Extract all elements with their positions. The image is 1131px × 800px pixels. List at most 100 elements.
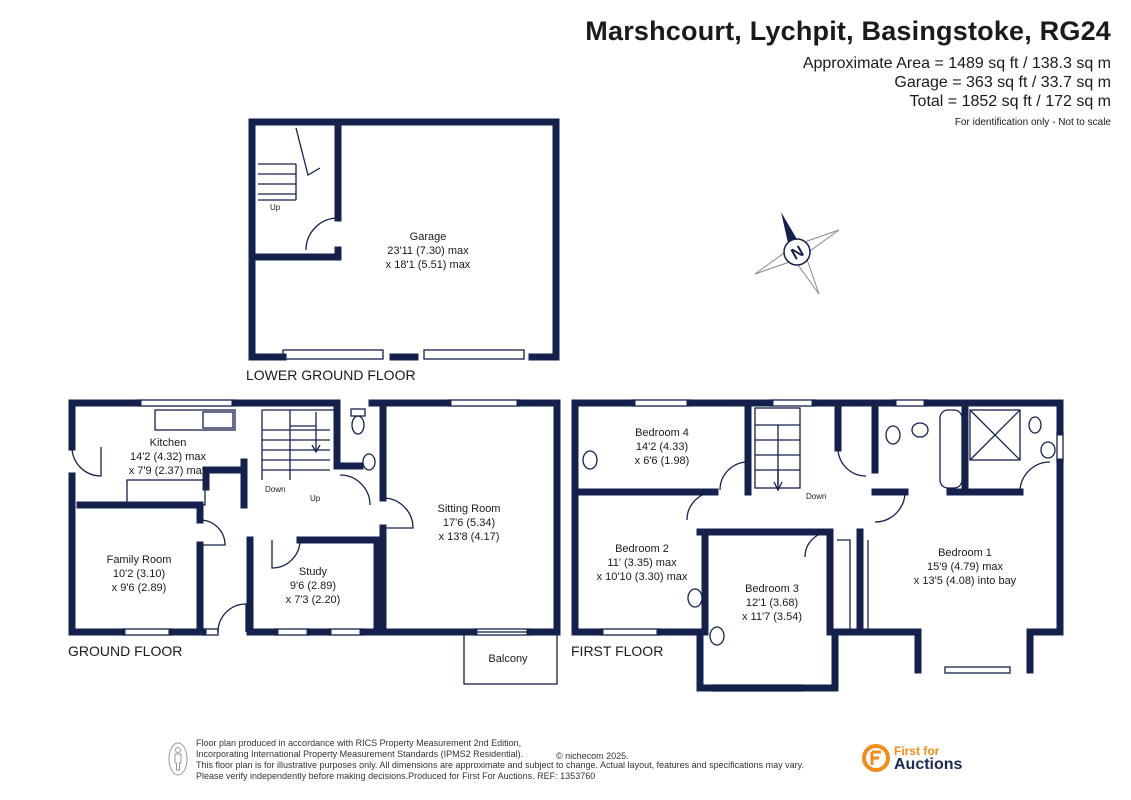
- bed3-basin-icon: [709, 626, 725, 646]
- wc-basin-icon: [362, 453, 376, 471]
- ensuite-window: [1056, 431, 1064, 463]
- person-icon: [168, 742, 188, 776]
- floor-label-lower-ground: LOWER GROUND FLOOR: [246, 367, 416, 383]
- bed2-window: [599, 628, 661, 636]
- page-title: Marshcourt, Lychpit, Basingstoke, RG24: [585, 16, 1111, 46]
- kitchen-door-swing: [71, 446, 102, 477]
- ground-outer-left-bottom: [68, 399, 387, 636]
- garage-name: Garage: [410, 231, 447, 243]
- footer-line-4: Please verify independently before makin…: [196, 771, 596, 781]
- kitchen-window: [137, 399, 236, 407]
- floor-label-ground: GROUND FLOOR: [68, 643, 183, 659]
- footer-copyright: © nichecom 2025.: [556, 751, 629, 761]
- logo-mark-icon: [862, 744, 890, 772]
- bedroom1-dim2: x 13'5 (4.08) into bay: [914, 575, 1017, 587]
- family-door-swing: [199, 519, 226, 546]
- garage-store-wall: [248, 246, 342, 261]
- kitchen-dim1: 14'2 (4.32) max: [130, 451, 207, 463]
- ground-stair-down: Down: [265, 485, 285, 494]
- wc-door-swing: [339, 474, 371, 506]
- study-dim1: 9'6 (2.89): [290, 580, 336, 592]
- bed2-basin-icon: [687, 588, 703, 608]
- first-for-auctions-logo: First for Auctions: [862, 742, 972, 778]
- balcony-door: [473, 628, 531, 636]
- ground-stairs: [261, 409, 337, 480]
- logo-line-1: First for: [894, 744, 940, 758]
- bedroom3-dim1: 12'1 (3.68): [746, 597, 798, 609]
- area-garage: Garage = 363 sq ft / 33.7 sq m: [894, 74, 1111, 91]
- first-outer-top: [571, 399, 1064, 636]
- study-name: Study: [299, 566, 328, 578]
- family-dim1: 10'2 (3.10): [113, 568, 165, 580]
- family-top-wall: [76, 501, 204, 524]
- bed4-door-swing: [719, 461, 749, 491]
- first-stairs: [755, 424, 800, 488]
- first-outer-left: [571, 399, 704, 636]
- bedroom4-dim1: 14'2 (4.33): [636, 441, 688, 453]
- family-name: Family Room: [107, 554, 172, 566]
- ground-stair-arrow: [311, 412, 321, 454]
- sitting-dim1: 17'6 (5.34): [443, 517, 495, 529]
- kitchen-unit: [126, 479, 206, 506]
- wc-cistern-icon: [350, 408, 366, 417]
- bedroom4-dim2: x 6'6 (1.98): [635, 455, 690, 467]
- bedroom3-dim2: x 11'7 (3.54): [742, 611, 802, 623]
- shower-cross-icon: [969, 409, 1021, 461]
- floor-label-first: FIRST FLOOR: [571, 643, 664, 659]
- logo-line-2: Auctions: [894, 756, 963, 773]
- footer-disclaimer: Floor plan produced in accordance with R…: [196, 738, 804, 782]
- ensuite-door-swing: [1019, 461, 1051, 493]
- bath-icon: [939, 409, 963, 489]
- wardrobe-outline: [837, 539, 869, 631]
- bath-window: [892, 399, 928, 407]
- bedroom2-name: Bedroom 2: [615, 543, 669, 555]
- shower-icon: [969, 409, 1021, 461]
- bed3-door-swing: [804, 531, 831, 558]
- study-window-1: [274, 628, 311, 636]
- study-door-swing: [271, 539, 301, 569]
- study-top-wall: [296, 536, 381, 636]
- compass-icon: N: [754, 212, 840, 295]
- study-dim2: x 7'3 (2.20): [286, 594, 341, 606]
- sitting-door-swing: [382, 497, 414, 529]
- bedroom1-name: Bedroom 1: [938, 547, 992, 559]
- kitchen-counter: [154, 409, 236, 431]
- garage-stair-arrow: [295, 127, 321, 176]
- garage-door-right: [423, 349, 525, 360]
- area-total: Total = 1852 sq ft / 172 sq m: [909, 93, 1111, 110]
- garage-dim1: 23'11 (7.30) max: [387, 245, 469, 257]
- area-summary: Approximate Area = 1489 sq ft / 138.3 sq…: [803, 54, 1111, 111]
- balcony-outline: [463, 631, 558, 685]
- bath-basin-icon: [911, 422, 929, 438]
- bedroom4-name: Bedroom 4: [635, 427, 689, 439]
- footer-line-1: Floor plan produced in accordance with R…: [196, 738, 522, 748]
- garage-wall-outer: [248, 118, 560, 361]
- first-stair-arrow: [773, 470, 783, 492]
- garage-stair-up: Up: [270, 203, 281, 212]
- bed1-bay-wall: [834, 628, 1034, 674]
- bedroom3-name: Bedroom 3: [745, 583, 799, 595]
- first-stair-down: Down: [806, 492, 826, 501]
- family-window: [121, 628, 173, 636]
- bed1-window: [944, 666, 1011, 674]
- bed4-window: [631, 399, 691, 407]
- family-dim2: x 9'6 (2.89): [112, 582, 167, 594]
- area-approx: Approximate Area = 1489 sq ft / 138.3 sq…: [802, 55, 1111, 72]
- bed4-walls: [576, 404, 752, 496]
- front-door-swing: [217, 603, 247, 633]
- sitting-dim2: x 13'8 (4.17): [439, 531, 500, 543]
- bed3-window: [711, 684, 803, 692]
- bath-door-swing: [837, 447, 867, 477]
- balcony-name: Balcony: [488, 653, 528, 665]
- sitting-window: [447, 399, 521, 407]
- wc-toilet-icon: [351, 415, 365, 435]
- footer-line-2: Incorporating International Property Mea…: [196, 749, 524, 759]
- garage-door-left: [282, 349, 384, 360]
- bath-toilet-icon: [885, 425, 901, 445]
- bed3-right-wall: [826, 528, 844, 636]
- bed3-bay: [696, 628, 839, 692]
- bed1-door-swing: [874, 491, 906, 523]
- kitchen-name: Kitchen: [150, 437, 187, 449]
- study-window-2: [327, 628, 364, 636]
